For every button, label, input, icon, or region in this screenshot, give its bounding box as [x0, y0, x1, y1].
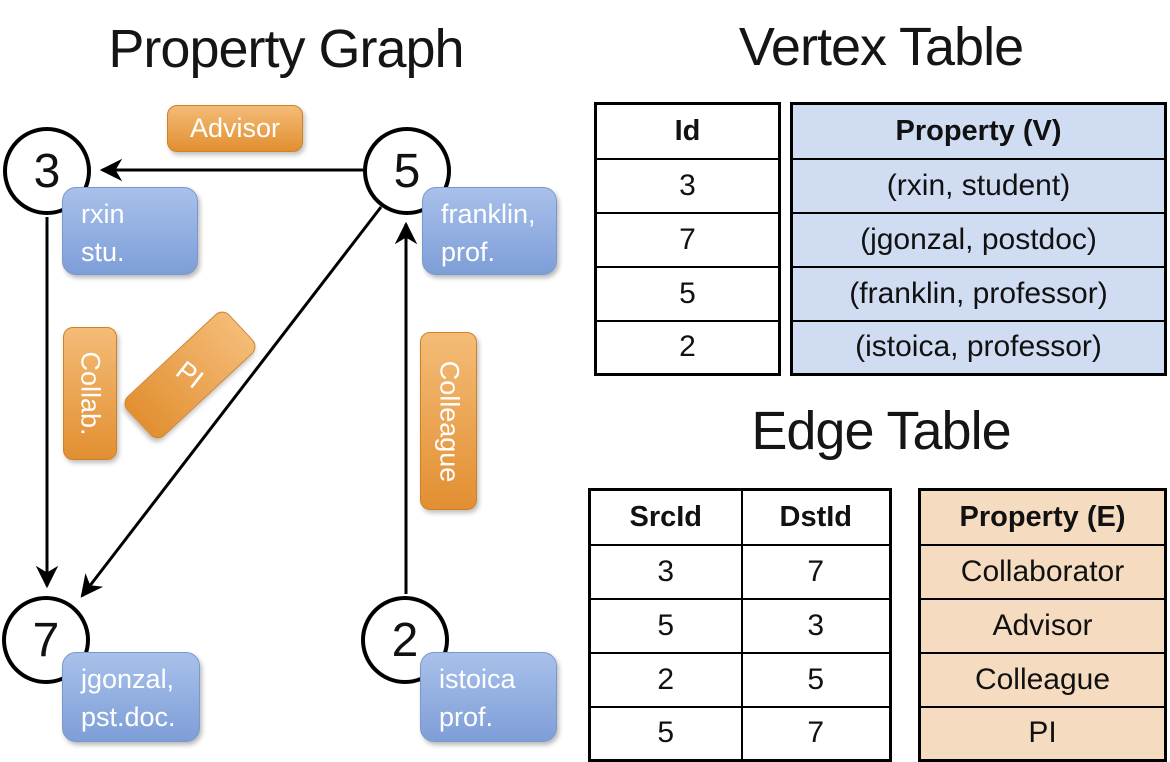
edge-table-property-cell: Advisor [918, 597, 1167, 654]
edge-table-title: Edge Table [751, 401, 1011, 461]
vertex-table-title: Vertex Table [738, 17, 1024, 77]
edge-table-srcid-cell: 5 [588, 705, 743, 762]
edge-table-dstid-cell: 7 [740, 543, 892, 600]
vertex-table-id-cell: 7 [594, 211, 781, 268]
edge-table-id-columns: SrcId DstId 3 7 5 3 2 5 5 7 [588, 488, 892, 762]
edge-table-property-cell: Colleague [918, 651, 1167, 708]
vertex-box-line: rxin [81, 199, 125, 229]
vertex-box-istoica: istoica prof. [420, 652, 557, 742]
edge-table-property-column: Property (E) Collaborator Advisor Collea… [918, 488, 1167, 762]
vertex-box-rxin: rxin stu. [62, 187, 198, 275]
graph-edges-canvas [35, 158, 418, 598]
vertex-id-label: 3 [33, 144, 61, 198]
vertex-circle-2: 2 [361, 596, 449, 684]
property-graph-title: Property Graph [108, 19, 464, 79]
vertex-box-line: stu. [81, 237, 125, 267]
vertex-table-id-cell: 3 [594, 157, 781, 214]
vertex-table-property-cell: (istoica, professor) [790, 319, 1167, 376]
edge-table-dstid-cell: 7 [740, 705, 892, 762]
vertex-table-id-cell: 2 [594, 319, 781, 376]
edge-table-property-cell: Collaborator [918, 543, 1167, 600]
edge-pill-label: Collab. [75, 351, 106, 436]
vertex-table-id-header: Id [594, 102, 781, 160]
edge-table-property-cell: PI [918, 705, 1167, 762]
vertex-id-label: 5 [393, 144, 421, 198]
vertex-box-jgonzal: jgonzal, pst.doc. [62, 652, 200, 742]
edge-table-srcid-cell: 5 [588, 597, 743, 654]
edge-table-srcid-cell: 3 [588, 543, 743, 600]
edge-table-dstid-cell: 5 [740, 651, 892, 708]
vertex-circle-5: 5 [363, 127, 451, 215]
vertex-box-line: istoica [439, 664, 516, 694]
edge-table-srcid-header: SrcId [588, 488, 743, 546]
vertex-id-label: 2 [391, 613, 419, 667]
vertex-box-line: prof. [441, 237, 496, 267]
edge-table-dstid-header: DstId [740, 488, 892, 546]
vertex-table-id-column: Id 3 7 5 2 [594, 102, 781, 376]
vertex-id-label: 7 [32, 613, 60, 667]
vertex-table-property-cell: (jgonzal, postdoc) [790, 211, 1167, 268]
edge-line-pi-5-to-7 [80, 206, 383, 598]
edge-table-property-header: Property (E) [918, 488, 1167, 546]
vertex-box-line: prof. [439, 702, 494, 732]
edge-table-srcid-cell: 2 [588, 651, 743, 708]
vertex-table-property-header: Property (V) [790, 102, 1167, 160]
vertex-box-line: jgonzal, [81, 664, 175, 694]
edge-pill-advisor: Advisor [167, 105, 303, 152]
edge-pill-label: Advisor [189, 113, 281, 143]
vertex-box-line: franklin, [441, 199, 536, 229]
vertex-table-property-cell: (franklin, professor) [790, 265, 1167, 322]
vertex-table-id-cell: 5 [594, 265, 781, 322]
edge-pill-collab: Collab. [63, 327, 117, 460]
vertex-box-line: pst.doc. [81, 702, 176, 732]
edge-table-dstid-cell: 3 [740, 597, 892, 654]
edge-pill-colleague: Colleague [420, 332, 477, 510]
edge-pill-label: Colleague [434, 360, 464, 482]
vertex-box-franklin: franklin, prof. [422, 187, 557, 275]
vertex-table-property-cell: (rxin, student) [790, 157, 1167, 214]
edge-pill-label: PI [171, 354, 210, 395]
vertex-table-property-column: Property (V) (rxin, student) (jgonzal, p… [790, 102, 1167, 376]
